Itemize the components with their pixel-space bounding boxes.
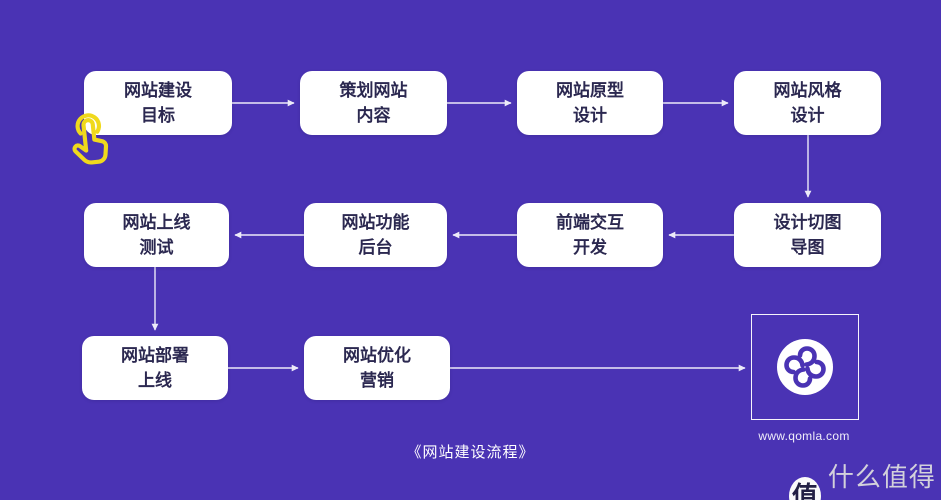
logo-box	[751, 314, 859, 420]
smzdm-watermark: 值 什么值得买	[789, 458, 941, 500]
flow-node-slicing: 设计切图 导图	[734, 203, 881, 267]
flow-node-backend: 网站功能 后台	[304, 203, 447, 267]
smzdm-badge-icon: 值	[789, 477, 821, 500]
logo-url: www.qomla.com	[758, 429, 850, 443]
flow-node-launch-test: 网站上线 测试	[84, 203, 229, 267]
qomla-logo-icon	[777, 339, 833, 395]
flow-node-frontend: 前端交互 开发	[517, 203, 663, 267]
smzdm-watermark-text: 什么值得买	[827, 462, 936, 492]
diagram-caption: 《网站建设流程》	[406, 444, 535, 461]
flow-node-goal: 网站建设 目标	[84, 71, 232, 135]
flow-node-prototype: 网站原型 设计	[517, 71, 663, 135]
flow-node-style: 网站风格 设计	[734, 71, 881, 135]
flow-node-marketing: 网站优化 营销	[304, 336, 450, 400]
flow-node-deploy: 网站部署 上线	[82, 336, 228, 400]
tap-hand-icon	[61, 106, 120, 178]
flow-node-plan: 策划网站 内容	[300, 71, 447, 135]
